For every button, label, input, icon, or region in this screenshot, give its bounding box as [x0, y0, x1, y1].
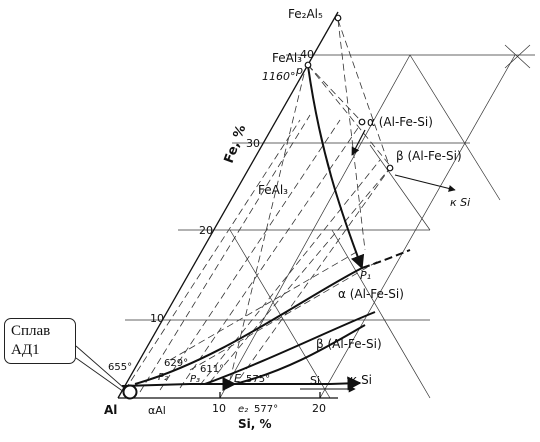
- marker-fe2al5: [334, 14, 342, 22]
- fe-tick-10: 10: [150, 312, 164, 325]
- point-markers: [122, 14, 394, 400]
- point-p1: P₁: [360, 269, 371, 282]
- phase-si: Si: [310, 374, 320, 387]
- liquidus-curves: [121, 65, 456, 393]
- marker-feal3: [304, 61, 312, 69]
- phase-fe2al5: Fe₂Al₅: [288, 7, 323, 21]
- temp-611: 611°: [200, 364, 224, 375]
- curve-p-p1: [307, 65, 365, 270]
- callout-line-2: АД1: [11, 342, 40, 358]
- marker-alpha: [358, 118, 366, 126]
- phase-beta-mid: β (Al-Fe-Si): [316, 337, 382, 351]
- phase-feal3-top: FeAl₃: [272, 51, 302, 65]
- point-p2: P₂: [158, 372, 168, 383]
- marker-beta: [386, 164, 394, 172]
- alloy-callout: Сплав АД1: [4, 318, 76, 364]
- si-tick-20: 20: [312, 402, 326, 415]
- phase-alpha-top: α (Al-Fe-Si): [367, 115, 433, 129]
- label-k-si-top: к Si: [450, 196, 470, 209]
- arrow-alpha-up: [351, 129, 366, 156]
- temp-575: 575°: [246, 374, 270, 385]
- marker-al-alloy: [122, 384, 138, 400]
- fe-tick-30: 30: [246, 137, 260, 150]
- phase-beta-top: β (Al-Fe-Si): [396, 149, 462, 163]
- callout-line-1: Сплав: [11, 323, 51, 339]
- phase-alpha-al: αAl: [148, 404, 166, 417]
- temp-577: 577°: [254, 404, 278, 415]
- temp-1160: 1160°: [262, 70, 296, 83]
- point-p3: P₃: [190, 374, 200, 385]
- axes: [117, 11, 339, 399]
- phase-feal3-mid: FeAl₃: [258, 183, 288, 197]
- callout-pointer: [75, 345, 125, 393]
- point-e: E: [234, 372, 241, 385]
- point-p-top: p: [295, 64, 303, 77]
- arrow-k-si-top: [394, 174, 456, 192]
- curve-p3-beta: [204, 311, 376, 385]
- fe-tick-20: 20: [199, 224, 213, 237]
- curve-p2-p1: [134, 267, 363, 385]
- fe-tick-40: 40: [300, 48, 314, 61]
- point-e2: e₂: [238, 404, 248, 415]
- fe-axis: [117, 11, 339, 399]
- temp-655: 655°: [108, 362, 132, 373]
- curve-e-beta: [234, 324, 366, 385]
- si-tick-10: 10: [212, 402, 226, 415]
- grid-lines: [125, 44, 535, 399]
- corner-label-al: Al: [104, 403, 117, 417]
- curve-p1-ext: [361, 249, 411, 269]
- curve-al-p2: [121, 377, 237, 391]
- curve-e-si: [235, 376, 362, 391]
- temp-629: 629°: [164, 358, 188, 369]
- label-k-si-bottom: к Si: [350, 373, 372, 387]
- phase-alpha-mid: α (Al-Fe-Si): [338, 287, 404, 301]
- axis-label-si: Si, %: [238, 417, 272, 431]
